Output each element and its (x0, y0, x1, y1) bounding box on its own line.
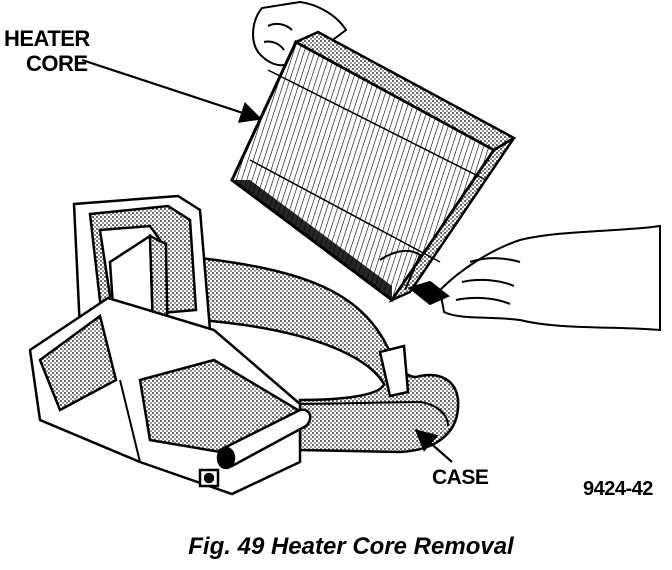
hvac-case (28, 194, 460, 496)
heater-core-leader-arrow (81, 58, 263, 123)
figure-caption: Fig. 49 Heater Core Removal (0, 533, 672, 561)
figure-code: 9424-42 (583, 478, 653, 500)
lower-hand (407, 224, 661, 332)
heater-core-label-line1: HEATER (4, 26, 90, 51)
heater-core (230, 30, 517, 303)
figure-caption-text: Fig. 49 Heater Core Removal (188, 533, 514, 560)
case-leader-arrow (414, 429, 453, 463)
heater-core-label-line2: CORE (26, 51, 88, 76)
case-label: CASE (432, 466, 489, 489)
